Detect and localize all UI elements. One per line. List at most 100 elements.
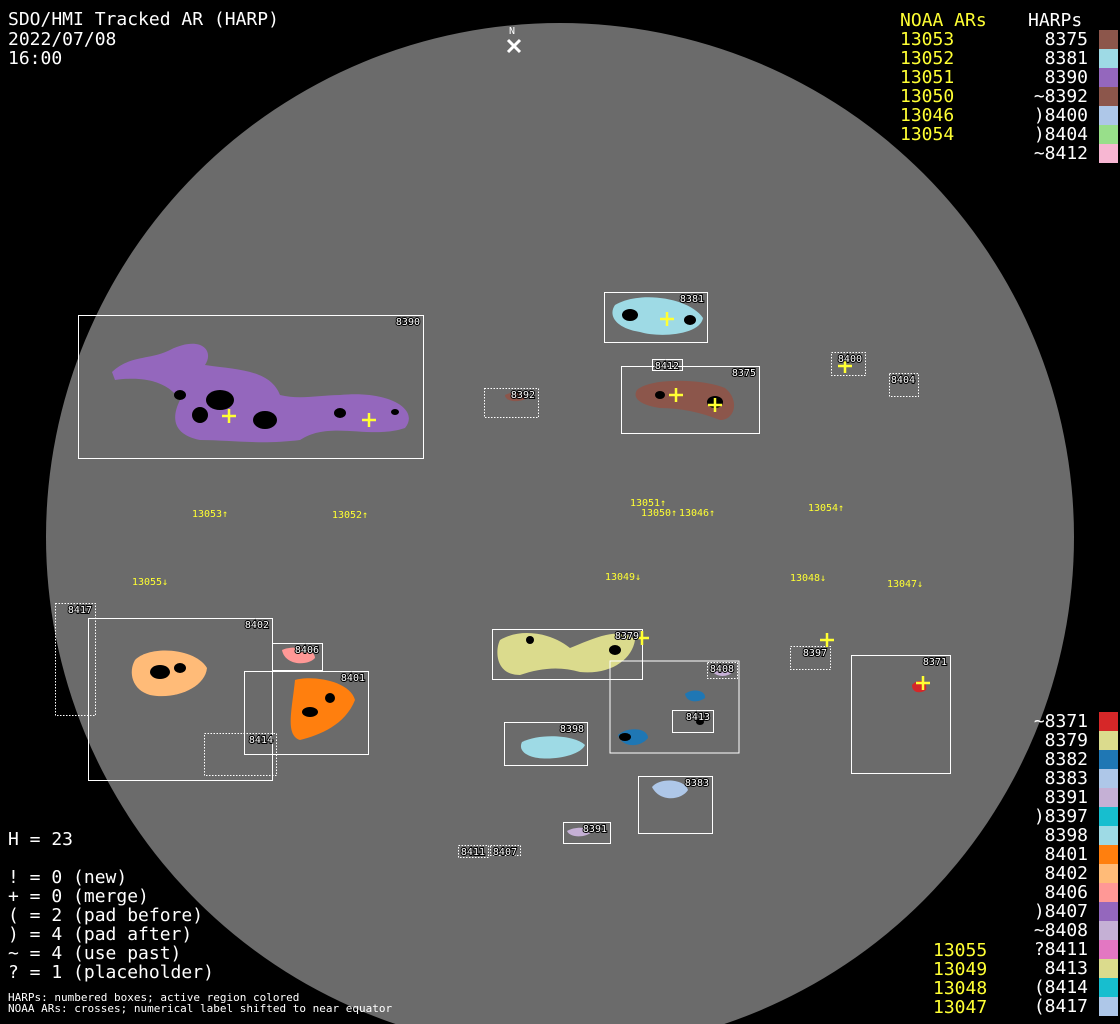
harp-count: H = 23 bbox=[8, 829, 74, 850]
harp-color-swatch bbox=[1099, 106, 1118, 125]
active-region bbox=[612, 297, 703, 335]
harp-box bbox=[272, 643, 323, 671]
harp-box-label: 8417 bbox=[68, 605, 92, 616]
active-region bbox=[567, 827, 592, 837]
harp-box-label: 8397 bbox=[803, 648, 827, 659]
harp-legend-item: )8404 bbox=[1033, 124, 1088, 145]
harp-box bbox=[492, 629, 643, 680]
harp-color-swatch bbox=[1099, 87, 1118, 106]
harp-box-label: 8375 bbox=[732, 368, 756, 379]
harp-legend-item: 8413 bbox=[1044, 958, 1088, 979]
sunspot bbox=[174, 390, 186, 400]
harp-color-swatch bbox=[1099, 125, 1118, 144]
note-noaa: NOAA ARs: crosses; numerical label shift… bbox=[8, 1002, 393, 1015]
harp-legend-item: (8414 bbox=[1033, 977, 1088, 998]
sunspot bbox=[325, 693, 335, 703]
noaa-legend-item: 13051 bbox=[900, 67, 955, 88]
harp-box bbox=[204, 733, 277, 776]
harp-color-swatch bbox=[1099, 883, 1118, 902]
noaa-legend-item: 13054 bbox=[900, 124, 955, 145]
stat-line: ( = 2 (pad before) bbox=[8, 905, 204, 926]
noaa-cross-icon bbox=[635, 631, 649, 645]
harp-box bbox=[707, 662, 738, 679]
active-region bbox=[652, 780, 688, 799]
harp-legend-item: 8383 bbox=[1044, 768, 1088, 789]
harp-color-swatch bbox=[1099, 712, 1118, 731]
noaa-cross-icon bbox=[362, 413, 376, 427]
noaa-legend-item: 13055 bbox=[933, 940, 988, 961]
harp-box bbox=[621, 366, 760, 434]
harp-box-label: 8371 bbox=[923, 657, 947, 668]
harp-box-label: 8390 bbox=[396, 317, 420, 328]
harp-box-label: 8414 bbox=[249, 735, 273, 746]
harp-legend-item: 8402 bbox=[1044, 863, 1088, 884]
harp-color-swatch bbox=[1099, 807, 1118, 826]
harp-box-label: 8400 bbox=[838, 354, 862, 365]
harp-legend-item: 8391 bbox=[1044, 787, 1088, 808]
harp-box bbox=[88, 618, 273, 781]
sunspot bbox=[206, 390, 234, 410]
noaa-cross-icon bbox=[916, 676, 930, 690]
stat-line: + = 0 (merge) bbox=[8, 886, 149, 907]
harp-box-label: 8379 bbox=[615, 631, 639, 642]
noaa-header: NOAA ARs bbox=[900, 10, 987, 31]
harp-box-label: 8398 bbox=[560, 724, 584, 735]
noaa-label: 13049↓ bbox=[605, 572, 641, 583]
harp-legend-item: 8382 bbox=[1044, 749, 1088, 770]
harp-box-label: 8401 bbox=[341, 673, 365, 684]
harp-box bbox=[604, 292, 708, 343]
harp-box-label: 8391 bbox=[583, 824, 607, 835]
active-region bbox=[282, 647, 315, 664]
sunspot bbox=[192, 407, 208, 423]
active-region bbox=[685, 690, 706, 702]
active-region bbox=[290, 678, 355, 740]
sunspot bbox=[526, 636, 534, 644]
harp-legend-item: 8398 bbox=[1044, 825, 1088, 846]
harp-box bbox=[458, 845, 489, 858]
active-region bbox=[635, 380, 735, 420]
harp-color-swatch bbox=[1099, 864, 1118, 883]
harp-legend-item: 8379 bbox=[1044, 730, 1088, 751]
sunspot bbox=[253, 411, 277, 429]
noaa-label: 13051↑ bbox=[630, 498, 666, 509]
harp-color-swatch bbox=[1099, 68, 1118, 87]
noaa-label: 13046↑ bbox=[679, 508, 715, 519]
noaa-cross-icon bbox=[820, 633, 834, 647]
harp-legend-item: ~8412 bbox=[1033, 143, 1088, 164]
noaa-label: 13055↓ bbox=[132, 577, 168, 588]
harp-box bbox=[851, 655, 951, 774]
noaa-label: 13053↑ bbox=[192, 509, 228, 520]
noaa-cross-icon bbox=[669, 388, 683, 402]
sunspot bbox=[696, 719, 704, 725]
active-region bbox=[505, 392, 528, 402]
harp-color-swatch bbox=[1099, 902, 1118, 921]
sunspot bbox=[655, 391, 665, 399]
noaa-legend-item: 13052 bbox=[900, 48, 955, 69]
noaa-cross-icon bbox=[660, 312, 674, 326]
harps-header: HARPs bbox=[1028, 10, 1083, 31]
harp-box-label: 8408 bbox=[710, 664, 734, 675]
harp-color-swatch bbox=[1099, 30, 1118, 49]
noaa-label: 13048↓ bbox=[790, 573, 826, 584]
harp-box bbox=[652, 359, 683, 371]
noaa-label: 13050↑ bbox=[641, 508, 677, 519]
harp-color-swatch bbox=[1099, 921, 1118, 940]
harp-legend-item: )8407 bbox=[1033, 901, 1088, 922]
date: 2022/07/08 bbox=[8, 29, 117, 50]
harp-box bbox=[78, 315, 424, 459]
sunspot bbox=[391, 409, 399, 415]
harp-legend-item: ~8371 bbox=[1033, 711, 1088, 732]
harp-box bbox=[55, 603, 96, 716]
sunspot bbox=[619, 733, 631, 741]
sunspot bbox=[150, 665, 170, 679]
noaa-cross-icon bbox=[222, 409, 236, 423]
harp-legend-item: 8375 bbox=[1044, 29, 1088, 50]
noaa-legend-item: 13053 bbox=[900, 29, 955, 50]
harp-box-label: 8383 bbox=[685, 778, 709, 789]
time: 16:00 bbox=[8, 48, 63, 69]
noaa-label: 13052↑ bbox=[332, 510, 368, 521]
harp-legend-item: 8381 bbox=[1044, 48, 1088, 69]
harp-legend-item: ~8392 bbox=[1033, 86, 1088, 107]
sunspot bbox=[684, 315, 696, 325]
